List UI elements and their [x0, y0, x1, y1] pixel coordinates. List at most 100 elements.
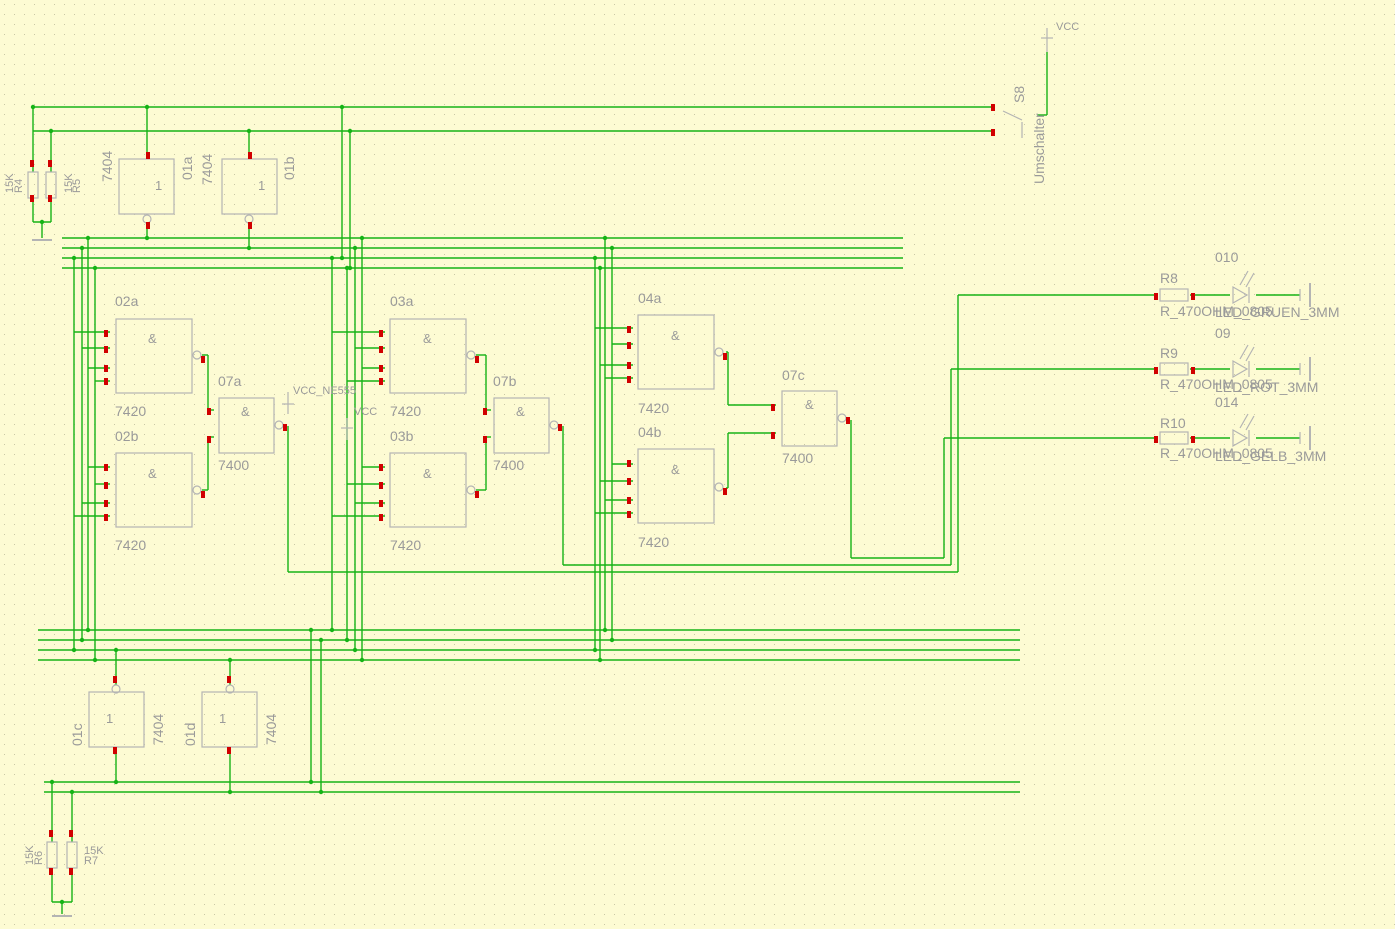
- pin-marker: [379, 464, 383, 471]
- junction-dot: [227, 657, 233, 663]
- u04a-name: 04a: [638, 290, 662, 306]
- r8-name: R8: [1160, 270, 1178, 286]
- junction-dot: [359, 657, 365, 663]
- resistor-r9: [1159, 362, 1189, 376]
- pin-marker: [1154, 436, 1158, 443]
- not-symbol-01a: 1: [155, 178, 162, 193]
- u04b-name: 04b: [638, 424, 662, 440]
- switch-value: Umschalter: [1031, 113, 1047, 184]
- junction-dot: [113, 779, 119, 785]
- junction-dot: [597, 657, 603, 663]
- gate-07b: [493, 397, 550, 454]
- junction-dot: [339, 104, 345, 110]
- u03b-name: 03b: [390, 428, 414, 444]
- junction-dot: [329, 627, 335, 633]
- labels: VCC S8 Umschalter 15K R4 15K R5 7404 01a…: [4, 21, 1339, 867]
- pin-marker: [248, 222, 252, 229]
- u07c-name: 07c: [782, 367, 805, 383]
- pin-marker: [48, 195, 52, 202]
- u07a-name: 07a: [218, 373, 242, 389]
- u01c-name: 01c: [69, 723, 85, 746]
- junction-dot: [39, 219, 45, 225]
- led1-value: LED_GRUEN_3MM: [1215, 304, 1339, 320]
- r6-value: 15K: [24, 845, 36, 865]
- led-yellow-symbol: [1232, 413, 1255, 448]
- junction-dot: [602, 235, 608, 241]
- and-symbol-07a: &: [241, 404, 250, 419]
- pin-marker: [104, 365, 108, 372]
- junction-dot: [347, 128, 353, 134]
- pin-marker: [379, 514, 383, 521]
- u03b-value: 7420: [390, 537, 421, 553]
- pin-marker: [201, 491, 205, 498]
- junction-dot: [344, 637, 350, 643]
- pin-marker: [991, 104, 995, 111]
- junction-dot: [609, 245, 615, 251]
- not-symbol-01d: 1: [219, 711, 226, 726]
- component-outlines: [27, 28, 1311, 917]
- junction-dot: [144, 104, 150, 110]
- pin-markers: [30, 104, 1195, 875]
- junction-dot: [308, 779, 314, 785]
- u07b-name: 07b: [493, 373, 517, 389]
- resistor-r8: [1159, 288, 1189, 302]
- junction-dot: [308, 627, 314, 633]
- u01c-value: 7404: [150, 714, 166, 745]
- gate-04b: [637, 448, 715, 524]
- u01b-value: 7404: [199, 154, 215, 185]
- pin-marker: [475, 356, 479, 363]
- vcc-label-2: VCC: [354, 406, 377, 418]
- junction-dot: [69, 789, 75, 795]
- junction-dot: [352, 245, 358, 251]
- pin-marker: [207, 408, 211, 415]
- r7-name: R7: [84, 855, 98, 867]
- r4-value: 15K: [4, 173, 16, 193]
- junction-dot: [318, 789, 324, 795]
- led2-name: 09: [1215, 325, 1231, 341]
- junction-dot: [318, 637, 324, 643]
- not-symbol-01c: 1: [106, 711, 113, 726]
- junction-dot: [85, 627, 91, 633]
- and-symbol-07c: &: [805, 397, 814, 412]
- pin-marker: [104, 482, 108, 489]
- u01a-value: 7404: [99, 151, 115, 182]
- r10-value: R_470OHM_0805: [1160, 445, 1273, 461]
- pin-marker: [69, 830, 73, 837]
- pin-marker: [379, 365, 383, 372]
- led1-name: 010: [1215, 249, 1239, 265]
- vcc-label: VCC: [1056, 21, 1079, 33]
- pin-marker: [146, 152, 150, 159]
- r10-name: R10: [1160, 415, 1186, 431]
- pin-marker: [771, 404, 775, 411]
- pin-marker: [483, 436, 487, 443]
- u01b-name: 01b: [281, 156, 297, 180]
- junction-dot: [85, 235, 91, 241]
- pin-marker: [627, 362, 631, 369]
- junction-dot: [30, 104, 36, 110]
- pin-marker: [30, 195, 34, 202]
- pin-marker: [627, 342, 631, 349]
- pin-marker: [627, 460, 631, 467]
- pin-marker: [104, 514, 108, 521]
- u02a-value: 7420: [115, 403, 146, 419]
- gate-04a: [637, 314, 715, 390]
- pin-marker: [379, 482, 383, 489]
- vcc-ne555-label: VCC_NE555: [293, 385, 356, 397]
- pin-marker: [1154, 293, 1158, 300]
- pin-marker: [49, 830, 53, 837]
- junction-dot: [246, 128, 252, 134]
- junction-dot: [59, 899, 65, 905]
- junction-dot: [347, 265, 353, 271]
- pin-marker: [69, 868, 73, 875]
- junction-dot: [359, 235, 365, 241]
- pin-marker: [1154, 367, 1158, 374]
- r5-value: 15K: [63, 173, 75, 193]
- not-symbol-01b: 1: [258, 178, 265, 193]
- pin-marker: [48, 160, 52, 167]
- gate-07a: [218, 397, 275, 454]
- pin-marker: [627, 511, 631, 518]
- pin-marker: [49, 868, 53, 875]
- pin-marker: [379, 330, 383, 337]
- junction-dot: [92, 657, 98, 663]
